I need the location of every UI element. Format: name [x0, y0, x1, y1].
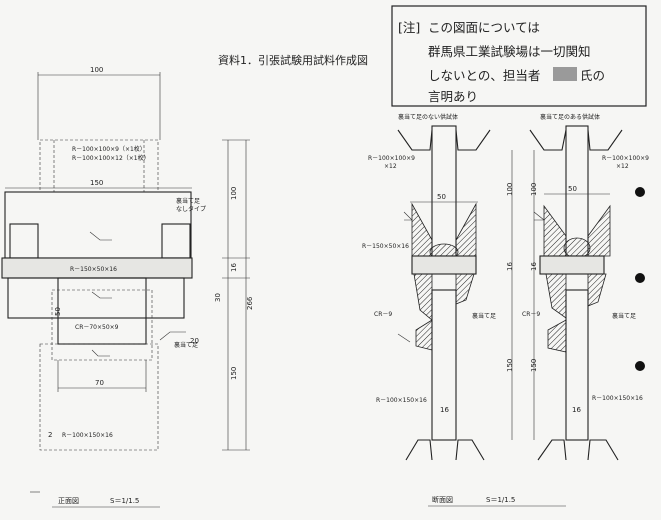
- note-line-2: 群馬県工業試験場は一切関知: [428, 44, 591, 59]
- label-channel: CR－70×50×9: [75, 324, 119, 331]
- dim-top-100: 100: [90, 66, 103, 74]
- left-dim-100: 100: [506, 183, 514, 196]
- dim-overall-266: 266: [246, 296, 254, 310]
- label-weld-top-b: なしタイプ: [176, 205, 206, 213]
- right-plate-a: R－100×100×9: [602, 155, 649, 162]
- drawing-title: 資料1．引張試験用試料作成図: [218, 53, 368, 67]
- label-weld-bottom: 裏当て足: [174, 341, 198, 349]
- label-plate-a: R－100×100×9（×1枚）: [72, 145, 146, 153]
- right-dim-50: 50: [568, 185, 577, 193]
- binder-hole-1: [635, 187, 645, 197]
- front-caption: 正面図: [58, 497, 79, 505]
- left-dim-150: 150: [506, 359, 514, 372]
- binder-hole-2: [635, 273, 645, 283]
- left-plate-a: R－100×100×9: [368, 155, 415, 162]
- label-weld-top: 裏当て足: [176, 197, 200, 205]
- left-plate-b: ×12: [384, 163, 397, 170]
- right-channel: CR－9: [522, 311, 540, 318]
- front-scale: S＝1/1.5: [110, 497, 139, 505]
- right-bottom-plate: R－100×150×16: [592, 395, 643, 402]
- dim-right-30: 30: [214, 293, 222, 302]
- label-mark-2: 2: [48, 431, 52, 439]
- label-center-bar: R－150×50×16: [70, 266, 117, 273]
- dim-right-100: 100: [230, 187, 238, 200]
- right-dim-16: 16: [530, 262, 538, 271]
- right-plate-b: ×12: [616, 163, 629, 170]
- section-right-specimen: 裏当て足のある供試体 R－100×100×9 ×12 50 CR－9 裏当て足 …: [522, 113, 649, 461]
- dim-bottom-70: 70: [95, 379, 104, 387]
- left-bottom-plate: R－100×150×16: [376, 397, 427, 404]
- section-view: 裏当て足のない供試体 R－100×100×9 ×12 50 R－150×50×1…: [362, 113, 649, 507]
- redacted-name: [553, 67, 577, 81]
- dim-150: 150: [90, 179, 103, 187]
- note-line-3b: 氏の: [580, 68, 605, 83]
- dim-right-20: 20: [190, 337, 199, 345]
- left-dim-16: 16: [506, 262, 514, 271]
- dim-right-150: 150: [230, 367, 238, 380]
- section-caption: 断面図: [432, 495, 453, 504]
- note-line-4: 言明あり: [428, 89, 478, 104]
- label-plate-b: R－100×100×12（×1枚）: [72, 154, 150, 162]
- left-channel: CR－9: [374, 311, 392, 318]
- left-head-label: 裏当て足のない供試体: [398, 113, 458, 121]
- left-dim-b16: 16: [440, 406, 449, 414]
- note-line-1: この図面については: [428, 20, 540, 35]
- dim-right-16: 16: [230, 263, 238, 272]
- label-bottom-plate: R－100×150×16: [62, 432, 113, 439]
- section-scale: S＝1/1.5: [486, 496, 515, 504]
- left-weld: 裏当て足: [472, 312, 496, 320]
- right-head-label: 裏当て足のある供試体: [540, 113, 600, 121]
- section-left-specimen: 裏当て足のない供試体 R－100×100×9 ×12 50 R－150×50×1…: [362, 113, 514, 461]
- right-dim-100: 100: [530, 183, 538, 196]
- binder-hole-3: [635, 361, 645, 371]
- right-dim-b16: 16: [572, 406, 581, 414]
- left-dim-50: 50: [437, 193, 446, 201]
- note-box: [注] この図面については 群馬県工業試験場は一切関知 しないとの、担当者 氏の…: [391, 5, 647, 107]
- note-bracket: [注]: [398, 20, 420, 35]
- front-view: 100 R－100×100×9（×1枚） R－100×100×12（×1枚） 1…: [1, 66, 254, 508]
- dim-left-50: 50: [54, 307, 62, 316]
- right-weld: 裏当て足: [612, 312, 636, 320]
- left-bar: R－150×50×16: [362, 243, 409, 250]
- note-line-3: しないとの、担当者: [428, 68, 540, 83]
- right-dim-150: 150: [530, 359, 538, 372]
